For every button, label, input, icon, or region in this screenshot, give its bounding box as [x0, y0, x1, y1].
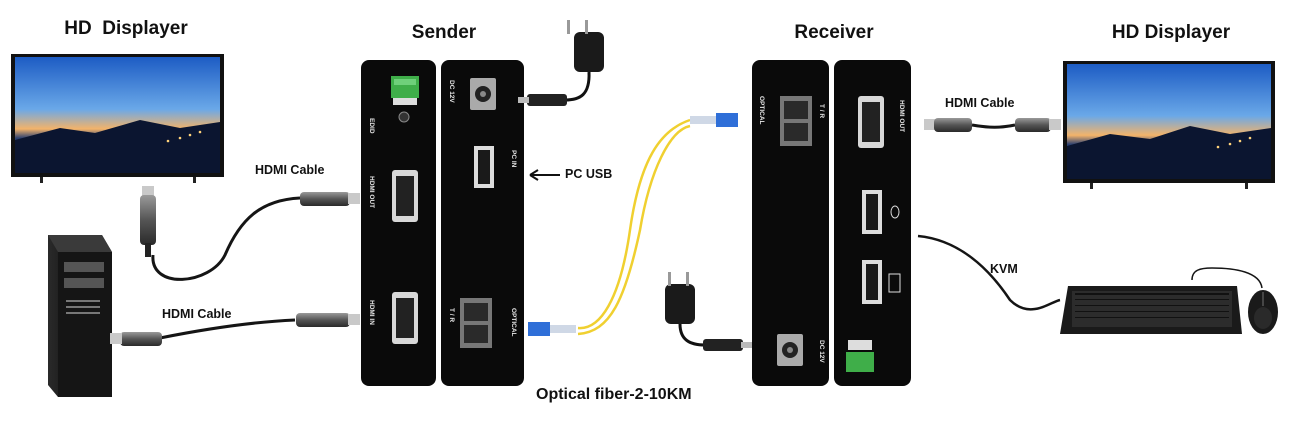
- hdmi-cable-label-top: HDMI Cable: [255, 163, 325, 177]
- sender-pc-in-label: PC IN: [510, 150, 517, 168]
- kvm-label: KVM: [990, 262, 1018, 276]
- hdmi-cable-bottom: [159, 318, 296, 340]
- receiver-dc-label: DC 12V: [818, 340, 825, 363]
- mouse-icon: [1248, 290, 1278, 334]
- hdmi-connector-icon: [296, 313, 360, 327]
- pc-tower-icon: [48, 235, 112, 397]
- optical-fiber-cable: [577, 118, 691, 336]
- left-display-title: HD Displayer: [64, 18, 188, 39]
- hdmi-cable-label-right: HDMI Cable: [945, 96, 1015, 110]
- power-adapter-icon: [518, 20, 604, 106]
- receiver-left-panel: [752, 60, 829, 386]
- receiver-optical-label: OPTICAL: [758, 96, 765, 125]
- right-tv-icon: [1063, 61, 1275, 189]
- hdmi-cable-right: [924, 118, 1061, 132]
- receiver-right-panel: [834, 60, 911, 386]
- kvm-cable: [917, 234, 1263, 311]
- sender-left-panel: [361, 60, 436, 386]
- hdmi-connector-icon: [110, 332, 162, 346]
- hdmi-connector-icon: [140, 186, 156, 257]
- sender-optical-label: OPTICAL: [510, 308, 517, 337]
- receiver-hdmi-out-label: HDMI OUT: [898, 100, 905, 132]
- keyboard-icon: [1060, 286, 1242, 334]
- sender-dc-label: DC 12V: [448, 80, 455, 103]
- power-adapter-icon: [665, 272, 752, 351]
- receiver-title: Receiver: [794, 22, 874, 43]
- sender-hdmi-in-label: HDMI IN: [368, 300, 375, 325]
- left-tv-icon: [11, 54, 224, 183]
- sender-right-panel: [441, 60, 524, 386]
- sender-hdmi-out-label: HDMI OUT: [368, 176, 375, 208]
- hdmi-cable-top: [151, 196, 301, 281]
- fiber-connector-icon: [690, 113, 738, 127]
- sender-tr-label: T / R: [448, 308, 455, 322]
- receiver-tr-label: T / R: [818, 104, 825, 118]
- pc-usb-arrow: [529, 169, 560, 181]
- hdmi-cable-label-bottom: HDMI Cable: [162, 307, 232, 321]
- sender-title: Sender: [411, 22, 477, 43]
- pc-usb-label: PC USB: [565, 167, 613, 181]
- sender-edid-label: EDID: [368, 118, 375, 134]
- fiber-connector-icon: [528, 322, 576, 336]
- optical-fiber-label: Optical fiber-2-10KM: [536, 386, 692, 403]
- right-display-title: HD Displayer: [1111, 22, 1231, 43]
- hdmi-connector-icon: [300, 192, 360, 206]
